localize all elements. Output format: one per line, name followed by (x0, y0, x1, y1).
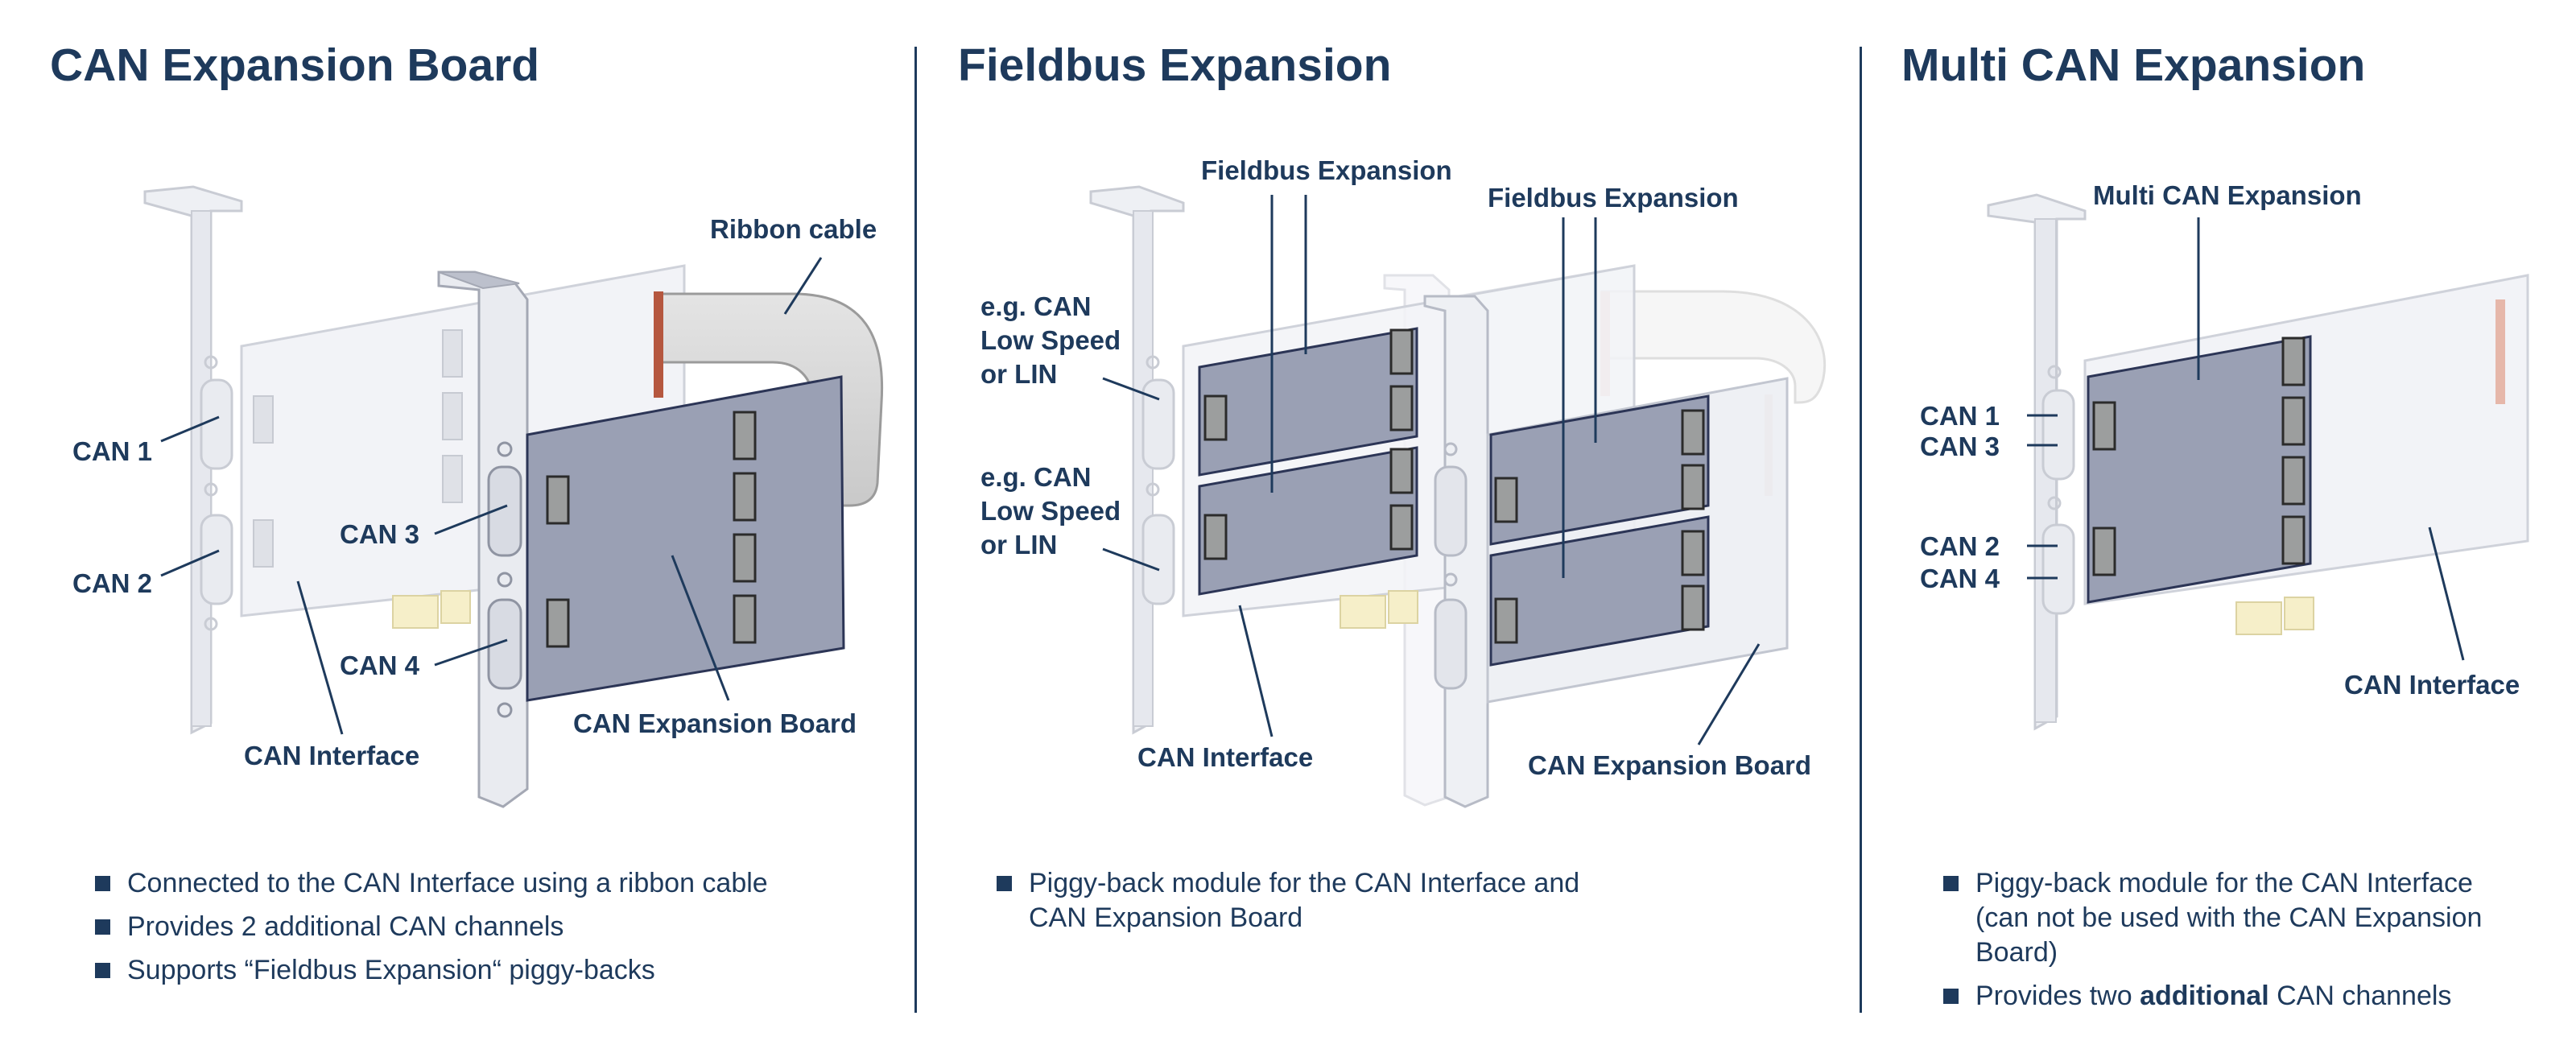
label-eg-can-1-line1: e.g. CAN (980, 291, 1092, 321)
bullet-text-line: CAN Expansion Board (1029, 902, 1303, 933)
label-fieldbus-can-interface: CAN Interface (1137, 742, 1313, 772)
bullet-list-fieldbus-expansion: Piggy-back module for the CAN Interface … (997, 866, 1834, 944)
panel-divider-left (914, 47, 917, 1013)
label-multi-can4: CAN 4 (1920, 564, 2000, 593)
label-eg-can-1-line2: Low Speed (980, 325, 1121, 355)
bullet-square-icon (95, 876, 110, 891)
label-can2: CAN 2 (72, 568, 152, 598)
bullet-list-multi-can-expansion: Piggy-back module for the CAN Interface (… (1943, 866, 2571, 1022)
bullet-item: Piggy-back module for the CAN Interface (… (1943, 866, 2571, 970)
panel-title-fieldbus-expansion: Fieldbus Expansion (958, 39, 1392, 91)
label-multi-can3: CAN 3 (1920, 432, 2000, 461)
label-multi-can-interface: CAN Interface (2344, 670, 2520, 700)
bullet-list-can-expansion-board: Connected to the CAN Interface using a r… (95, 866, 884, 997)
bullet-item: Piggy-back module for the CAN Interface … (997, 866, 1834, 935)
fieldbus-expansion-modules-left (1198, 327, 1418, 596)
label-ribbon-cable: Ribbon cable (710, 214, 877, 244)
label-can4: CAN 4 (340, 650, 420, 680)
bullet-text: Supports “Fieldbus Expansion“ piggy-back… (127, 955, 655, 985)
label-fieldbus-expansion-1: Fieldbus Expansion (1201, 155, 1452, 185)
label-multi-can1: CAN 1 (1920, 401, 2000, 431)
panel-title-multi-can-expansion: Multi CAN Expansion (1901, 39, 2366, 91)
label-can-expansion-board: CAN Expansion Board (573, 708, 857, 738)
bullet-text-line: (can not be used with the CAN Expansion (1975, 902, 2483, 933)
bullet-item: Connected to the CAN Interface using a r… (95, 866, 884, 901)
bullet-square-icon (1943, 989, 1959, 1004)
label-can-interface: CAN Interface (244, 741, 419, 770)
bullet-square-icon (95, 963, 110, 978)
panel-divider-right (1860, 47, 1862, 1013)
panel3-leader-lines (2027, 217, 2465, 661)
bullet-text-line: Piggy-back module for the CAN Interface … (1029, 868, 1580, 898)
panel-title-can-expansion-board: CAN Expansion Board (50, 39, 540, 91)
bullet-item: Provides 2 additional CAN channels (95, 910, 884, 944)
bullet-square-icon (95, 919, 110, 935)
label-multi-can2: CAN 2 (1920, 531, 2000, 561)
bullet-text: Connected to the CAN Interface using a r… (127, 868, 768, 898)
bullet-text-bold: additional (2140, 981, 2269, 1011)
panel2-leader-lines (1102, 195, 1761, 745)
label-fieldbus-expansion-2: Fieldbus Expansion (1488, 183, 1739, 213)
label-multi-can-expansion: Multi CAN Expansion (2093, 180, 2362, 210)
label-eg-can-2-line3: or LIN (980, 530, 1057, 560)
label-fieldbus-can-expansion-board: CAN Expansion Board (1528, 750, 1811, 780)
label-eg-can-1-line3: or LIN (980, 359, 1057, 389)
bullet-item: Supports “Fieldbus Expansion“ piggy-back… (95, 953, 884, 988)
can-expansion-board-card (437, 270, 845, 808)
label-eg-can-2-line1: e.g. CAN (980, 462, 1092, 492)
bullet-square-icon (1943, 876, 1959, 891)
bullet-text-line: Board) (1975, 937, 2058, 968)
label-eg-can-2-line2: Low Speed (980, 496, 1121, 526)
bullet-text-after: CAN channels (2268, 981, 2452, 1011)
bullet-text-before: Provides two (1975, 981, 2140, 1011)
multi-can-expansion-module (2087, 335, 2312, 604)
bullet-text: Provides 2 additional CAN channels (127, 911, 564, 942)
label-can3: CAN 3 (340, 519, 419, 549)
bullet-item: Provides two additional CAN channels (1943, 979, 2571, 1014)
bullet-square-icon (997, 876, 1012, 891)
label-can1: CAN 1 (72, 436, 152, 466)
bullet-text-line: Piggy-back module for the CAN Interface (1975, 868, 2473, 898)
panel1-leader-lines (160, 257, 823, 735)
